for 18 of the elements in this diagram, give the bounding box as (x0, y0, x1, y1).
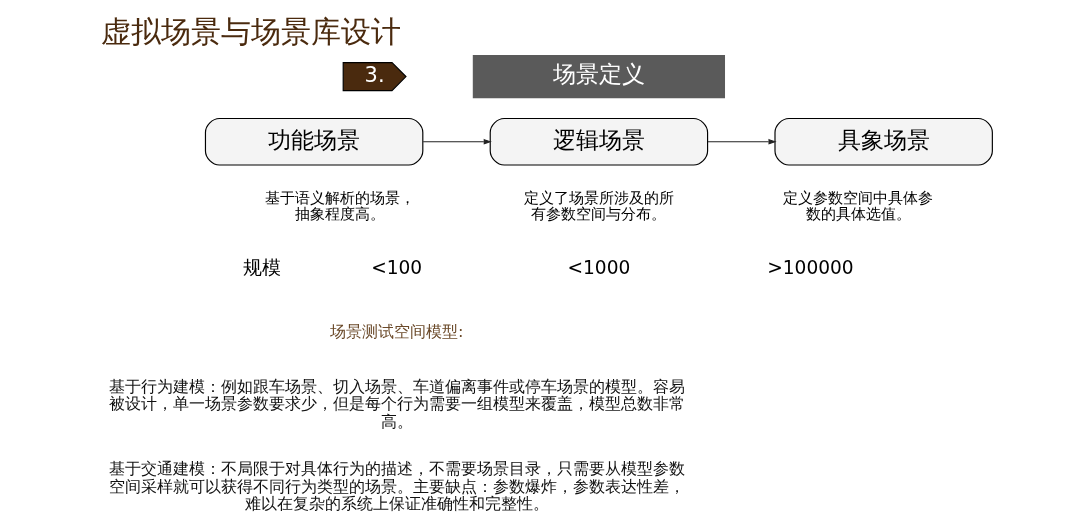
arrow (706, 138, 777, 145)
node-box: 逻辑场景 (489, 117, 708, 166)
label: 规模 (242, 256, 281, 278)
label: >100000 (766, 256, 854, 278)
label: <1000 (566, 256, 630, 278)
label: 场景测试空间模型: (329, 321, 463, 341)
node-box: 功能场景 (204, 117, 423, 166)
node-box: 具象场景 (773, 117, 993, 166)
diagram-title: 虚拟场景与场景库设计 (100, 13, 401, 49)
label: 基于行为建模：例如跟车场景、切入场景、车道偏离事件或停车场景的模型。容易被设计，单一场景参数要求少，但是每个行为需要一组模型来覆盖，模型总数非常高。 (108, 376, 685, 431)
node-label: 定义了场景所涉及的所有参数空间与分布。 (523, 188, 674, 223)
node-label: 基于语义解析的场景，抽象程度高。 (264, 188, 415, 223)
label: 基于交通建模：不局限于对具体行为的描述，不需要场景目录，只需要从模型参数空间采样就可以获得不同行为类型的场景。主要缺点：参数爆炸，参数表达性差，难以在复杂的系统上保证准确性和完整性。 (108, 459, 685, 514)
label: <100 (370, 256, 422, 278)
node-label: 定义参数空间中具体参数的具体选值。 (782, 188, 933, 223)
arrow (422, 138, 492, 145)
label: 场景定义 (552, 60, 645, 88)
label: 3. (364, 62, 385, 87)
